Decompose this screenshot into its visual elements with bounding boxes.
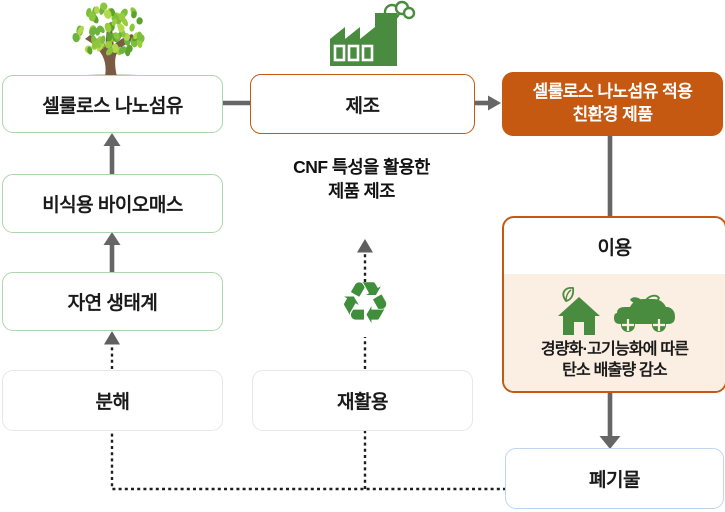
box-label-line2: 친환경 제품	[572, 105, 653, 124]
benefit-line2: 탄소 배출량 감소	[562, 362, 668, 379]
cnf-note: CNF 특성을 활용한 제품 제조	[250, 156, 473, 203]
box-label: 비식용 바이오매스	[42, 195, 183, 216]
box-label: 폐기물	[589, 470, 640, 491]
box-natural-ecosystem: 자연 생태계	[2, 272, 223, 331]
use-title: 이용	[504, 218, 725, 274]
use-body: 경량화·고기능화에 따른 탄소 배출량 감소	[504, 274, 725, 391]
box-label-line1: 셀룰로스 나노섬유 적용	[532, 82, 693, 102]
box-label: 분해	[95, 392, 130, 413]
box-label: 셀룰로스 나노섬유	[42, 95, 183, 117]
eco-house-icon	[557, 287, 600, 336]
eco-icons-row	[552, 285, 678, 337]
factory-body	[330, 13, 397, 66]
box-eco-product: 셀룰로스 나노섬유 적용 친환경 제품	[502, 72, 723, 136]
box-use: 이용	[502, 216, 725, 393]
arrowhead-up-1	[103, 133, 121, 146]
arrowhead-dotted-up-1	[104, 331, 120, 345]
benefit-text: 경량화·고기능화에 따른 탄소 배출량 감소	[540, 340, 689, 382]
box-waste: 폐기물	[505, 448, 724, 509]
arrowhead-right	[488, 95, 501, 111]
arrowhead-dotted-up-2	[357, 239, 373, 253]
box-label: 제조	[345, 95, 380, 117]
cnf-note-line1: CNF 특성을 활용한	[293, 157, 430, 177]
cnf-note-line2: 제품 제조	[328, 180, 395, 201]
eco-car-icon	[613, 295, 675, 333]
factory-icon	[306, 0, 418, 68]
box-label: 자연 생태계	[67, 293, 158, 314]
tree-icon	[56, 2, 168, 78]
dotted-waste-to-decompose	[110, 429, 506, 491]
benefit-line1: 경량화·고기능화에 따른	[540, 341, 689, 359]
recycle-icon: ♻	[328, 272, 402, 336]
box-label: 재활용	[337, 392, 388, 413]
recycle-glyph: ♻	[339, 269, 391, 337]
box-manufacture: 제조	[250, 74, 475, 134]
box-nonedible-biomass: 비식용 바이오매스	[2, 174, 223, 233]
arrowhead-up-2	[103, 232, 121, 245]
box-cellulose-nanofiber: 셀룰로스 나노섬유	[2, 75, 223, 133]
box-recycling: 재활용	[252, 370, 473, 431]
box-label: 이용	[597, 237, 632, 259]
box-decomposition: 분해	[2, 370, 223, 431]
